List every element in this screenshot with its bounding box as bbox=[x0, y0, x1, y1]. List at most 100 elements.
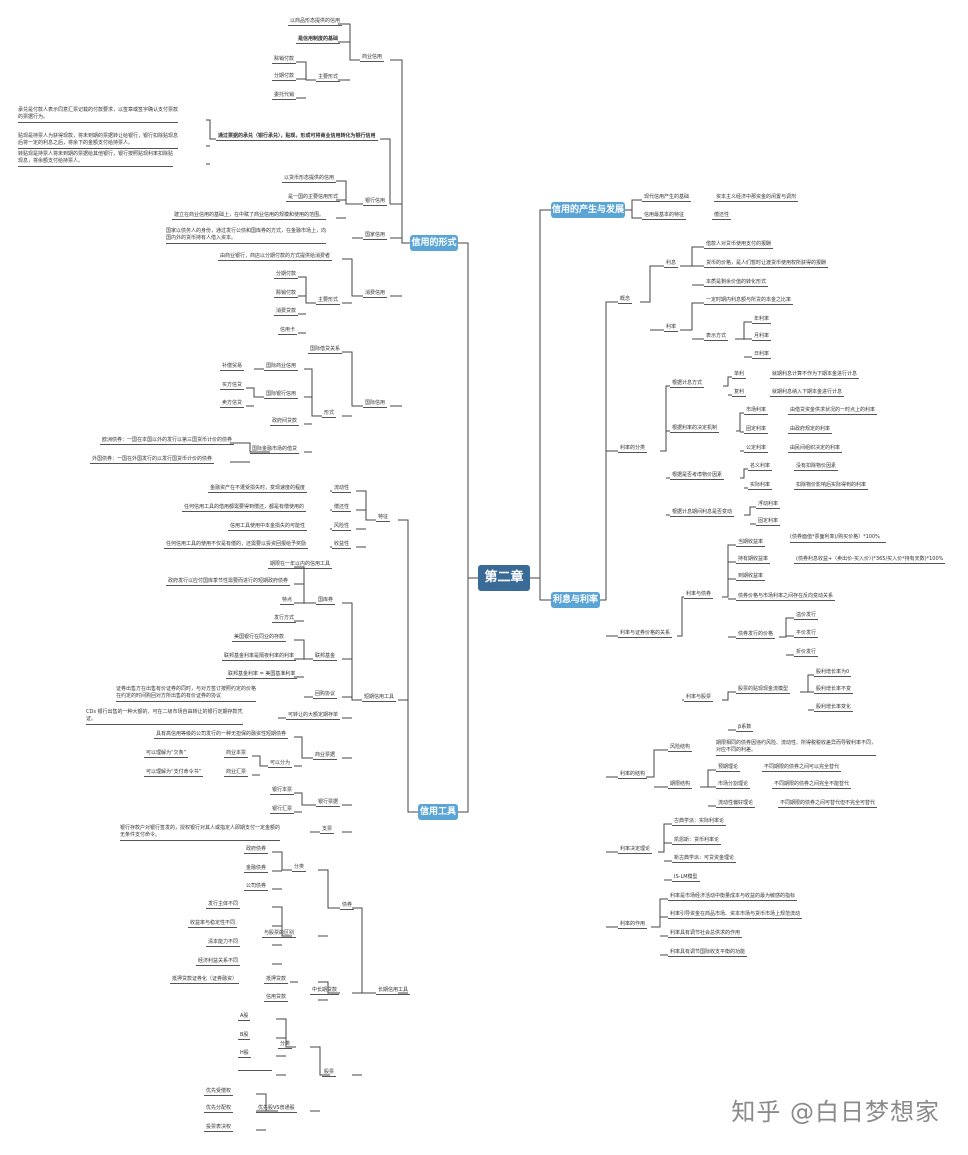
node: 公司债券 bbox=[244, 883, 269, 891]
node: 证券出售方在出售有价证券的同时，与对方签订按照约定的价格 在约定的时间购回对方所… bbox=[116, 686, 257, 702]
node: 资本主义经济中那资金的闲置与调剂 bbox=[714, 194, 799, 202]
node: 由借贷资金供求状况的一时点上的利率 bbox=[788, 407, 878, 415]
node: 不同期限的债券之间可以完全替代 bbox=[762, 764, 842, 772]
node: 通过票据的承兑（银行承兑），贴现，形成可将商业信用转化为银行信用 bbox=[216, 133, 378, 141]
node: 名义利率 bbox=[748, 463, 773, 471]
branch-xingshi[interactable]: 信用的形式 bbox=[410, 235, 458, 251]
node: 转贴现是持票人将未到期的票据给其他银行，银行按照贴现利率扣除贴 现息，将余额支付… bbox=[18, 151, 174, 167]
branch-chansheng[interactable]: 信用的产生与发展 bbox=[551, 202, 625, 218]
node: 表示方式 bbox=[704, 333, 729, 341]
node: 利息 bbox=[664, 260, 679, 268]
node: 根据计息方式 bbox=[670, 380, 705, 388]
node: 以货币形态提供的信用 bbox=[282, 175, 337, 183]
node: 短期信用工具 bbox=[362, 694, 397, 702]
node: (债券面值*票面利率)/购买价格）*100% bbox=[790, 534, 886, 543]
node: 美国银行在同业的存款 bbox=[232, 634, 287, 642]
center-node[interactable]: 第二章 bbox=[478, 565, 530, 591]
node: 银行汇票 bbox=[270, 806, 295, 814]
node: 市场利率 bbox=[744, 407, 769, 415]
node: 消费信用 bbox=[363, 290, 388, 298]
node: 国际借贷关系 bbox=[308, 346, 343, 354]
node: 期限相同的债券因违约风险、流动性、所得税税收差异而导致利率不同， 对应不同的利差… bbox=[716, 740, 877, 756]
node: 复利 bbox=[732, 389, 747, 397]
node: 期限在一年以内的信用工具 bbox=[268, 561, 333, 569]
node: 赊销付款 bbox=[272, 56, 297, 64]
node: 补偿贸易 bbox=[220, 363, 245, 371]
node: 月利率 bbox=[752, 333, 772, 341]
node: 优先股VS普通股 bbox=[256, 1105, 297, 1113]
node: 金融资产在不遭受损失时，变现速度的程度 bbox=[208, 485, 308, 493]
node: 国际金融市场的借贷 bbox=[250, 446, 300, 454]
node: 没有扣除物价因素 bbox=[794, 463, 839, 471]
node: 信用卡 bbox=[278, 327, 298, 335]
node: 买方信贷 bbox=[220, 382, 245, 390]
node: 由民间组织决定的利率 bbox=[788, 445, 843, 453]
node: 当期收益率 bbox=[736, 539, 766, 547]
node: 商业汇票 bbox=[224, 769, 249, 777]
node: 抵押贷款 bbox=[264, 976, 289, 984]
node: 预期理论 bbox=[716, 764, 741, 772]
node: 分类 bbox=[292, 864, 307, 872]
node: β系数 bbox=[736, 724, 754, 732]
node: 投票表决权 bbox=[204, 1124, 234, 1132]
node: 主要形式 bbox=[316, 297, 341, 305]
node: 股票 bbox=[322, 1069, 337, 1077]
node: 利率 bbox=[664, 324, 679, 332]
node: 平价发行 bbox=[794, 630, 819, 638]
node: 分期付款 bbox=[274, 271, 299, 279]
node bbox=[238, 1069, 272, 1071]
node: 市场分割理论 bbox=[716, 781, 751, 789]
node: 偿还性 bbox=[332, 504, 352, 512]
node: 扣除物价影响后实际得到的利率 bbox=[794, 482, 869, 490]
node: 主要形式 bbox=[316, 74, 341, 82]
node: 溢价发行 bbox=[794, 612, 819, 620]
node: 国家以债务人的身份，通过发行公债和国库券的方式，在金融市场上，向 国内外的货币持… bbox=[166, 228, 327, 244]
node: 商业本票 bbox=[224, 750, 249, 758]
node: 抵押贷款证券化（证券融资） bbox=[170, 976, 240, 984]
node: 经济利益关系不同 bbox=[196, 958, 241, 966]
node: 中长期贷款 bbox=[310, 987, 340, 995]
node: 浮动利率 bbox=[756, 501, 781, 509]
node: 特点 bbox=[280, 597, 295, 605]
node: 股利增长率不变 bbox=[814, 686, 854, 694]
watermark-text: 知乎 @白日梦想家 bbox=[731, 1098, 940, 1126]
node: 固定利率 bbox=[744, 426, 769, 434]
node: 实际利率 bbox=[748, 482, 773, 490]
node: CDs 银行出售的一种大额的，可在二级市场自由转让的银行定期存款凭 证。 bbox=[86, 709, 243, 725]
node: 债券发行的价格 bbox=[736, 631, 776, 639]
node: 利率引导资金在商品市场、资本市场与货币市场上规范流动 bbox=[668, 911, 803, 919]
node: 外国债券：一国在外国发行的以发行国货币计价的债券 bbox=[90, 456, 215, 464]
node: 联邦基金利率 = 美国基准利率 bbox=[226, 671, 298, 679]
node: 根据计息期间利息是否变动 bbox=[670, 509, 735, 517]
node: 股利增长率变化 bbox=[814, 704, 854, 712]
node: 国家信用 bbox=[363, 232, 388, 240]
node: 政府债券 bbox=[244, 846, 269, 854]
node: 就期利息计算不作为下期本金进行计息 bbox=[770, 371, 860, 379]
node: 根据利率的决定机制 bbox=[670, 425, 720, 433]
node: 政府间贷款 bbox=[270, 418, 300, 426]
node: 承兑是付款人表示同意汇票记载的付款要求，以签章或签字确认支付票款 的票据行为。 bbox=[18, 107, 179, 123]
node: 可以理解为“支付命令书” bbox=[144, 769, 204, 777]
branch-lixi[interactable]: 利息与利率 bbox=[551, 592, 600, 608]
node: 国际信用 bbox=[363, 400, 388, 408]
node: 是一国的主要信用形式 bbox=[286, 194, 341, 202]
node: 国际商业信用 bbox=[264, 363, 299, 371]
node: 可以理解为“欠条” bbox=[144, 750, 189, 758]
node: 利率与债券 bbox=[684, 591, 714, 599]
node: (债券利息收益+（卖出价-买入价）)*365/买入价*持有天数)*100% bbox=[794, 556, 946, 564]
node: 利率具有调节社会总供求的作用 bbox=[668, 930, 743, 938]
node: 年利率 bbox=[752, 316, 772, 324]
node: 风险结构 bbox=[668, 744, 693, 752]
node: 长期信用工具 bbox=[376, 987, 411, 995]
node: 联邦基金利率是隔夜利率的利率 bbox=[222, 653, 297, 661]
node: 债券 bbox=[340, 902, 355, 910]
node: 固定利率 bbox=[756, 518, 781, 526]
node: 信用工具使用中本金损失的可能性 bbox=[228, 523, 308, 531]
node: 公定利率 bbox=[744, 445, 769, 453]
node: 流动性偏好理论 bbox=[716, 800, 756, 808]
node: 不同期限的债券之间完全不能替代 bbox=[772, 781, 852, 789]
node: 建立在商业信用的基础上，在中赋了商业信用的规模和使用的范围。 bbox=[172, 212, 327, 220]
branch-gongju[interactable]: 信用工具 bbox=[418, 804, 458, 820]
node: 根据是否考虑物价因素 bbox=[670, 472, 725, 480]
